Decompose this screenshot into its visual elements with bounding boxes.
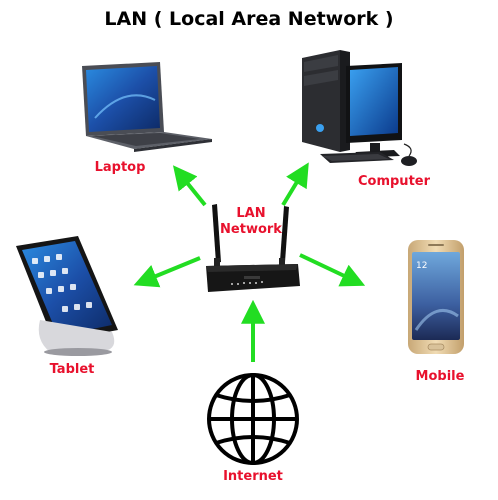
laptop-icon (82, 62, 212, 152)
center-label-line2: Network (220, 222, 282, 237)
computer-icon (302, 50, 417, 166)
page-title: LAN ( Local Area Network ) (104, 8, 394, 30)
tablet-icon (16, 236, 118, 356)
arrow-to-tablet (133, 256, 201, 288)
internet-label: Internet (223, 469, 283, 484)
mobile-icon: 12 (408, 240, 464, 354)
arrow-to-mobile (299, 253, 366, 287)
tablet-label: Tablet (49, 362, 95, 377)
globe-icon (207, 373, 299, 465)
phone-clock: 12 (416, 261, 427, 271)
computer-label: Computer (357, 174, 431, 189)
router-icon (206, 204, 300, 292)
center-label: LAN Network (219, 206, 283, 238)
mobile-label: Mobile (415, 369, 465, 384)
center-label-line1: LAN (236, 206, 266, 221)
laptop-label: Laptop (94, 160, 146, 175)
arrow-to-computer (281, 162, 309, 207)
arrow-to-laptop (172, 165, 207, 207)
